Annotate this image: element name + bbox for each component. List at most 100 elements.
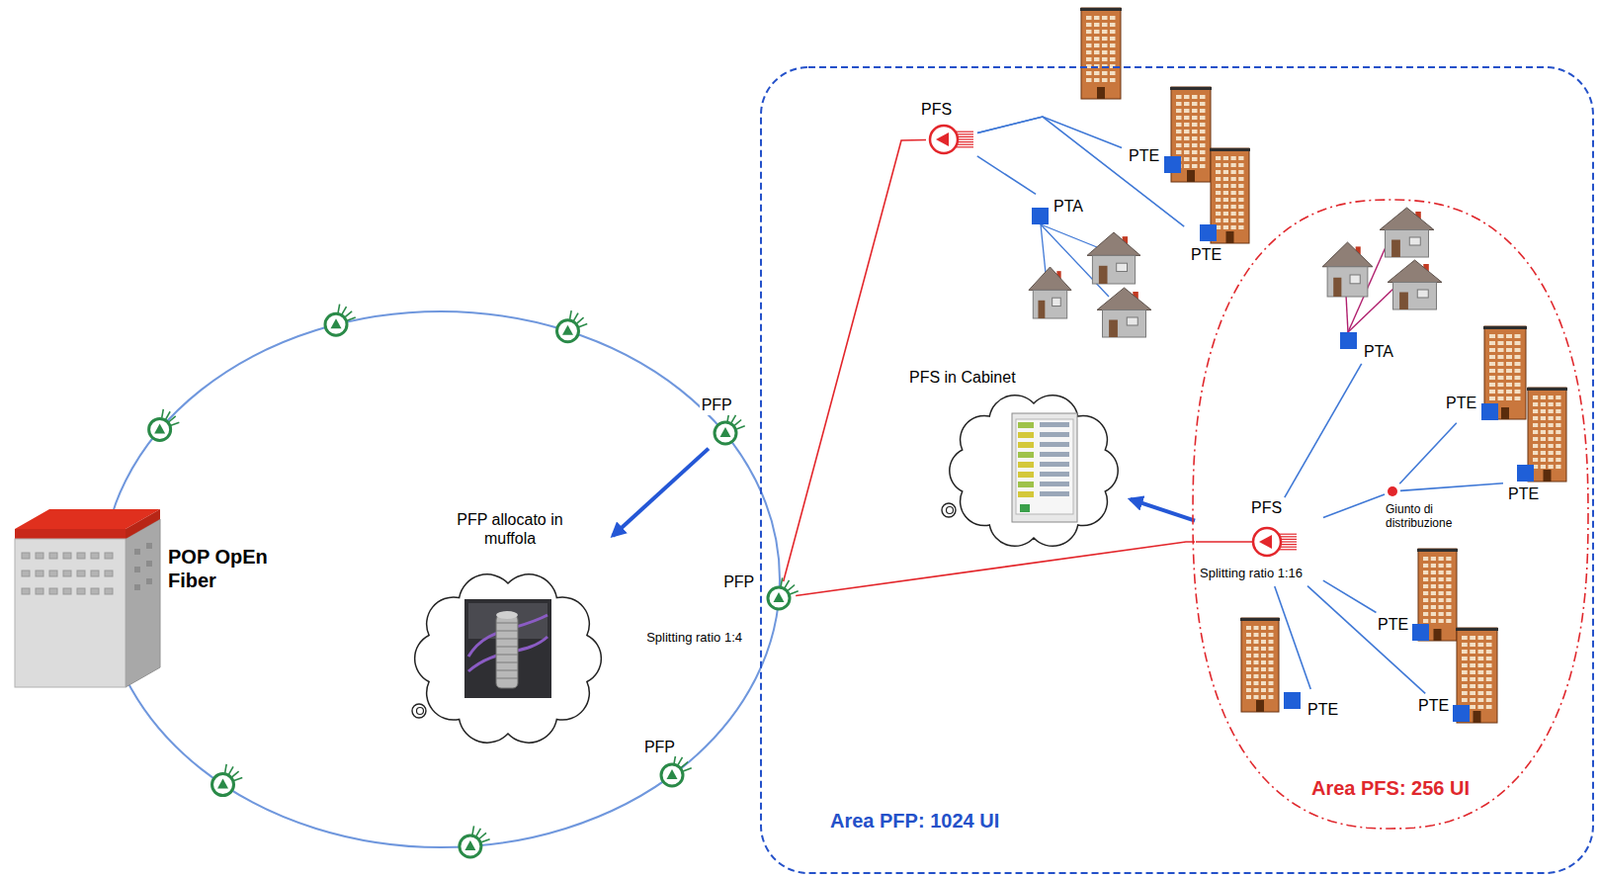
pfp-triangle	[719, 426, 731, 437]
connector	[795, 541, 1195, 596]
building-door	[1543, 469, 1552, 482]
building-window	[1223, 169, 1229, 174]
pfs-fan-line	[955, 131, 974, 133]
node-label: PTA	[1051, 196, 1086, 216]
building-window	[1423, 577, 1429, 582]
building-window	[1199, 164, 1206, 169]
pop-front	[14, 538, 126, 687]
building-window	[1223, 218, 1229, 223]
building-window	[1223, 190, 1229, 195]
building-window	[1199, 108, 1206, 113]
building-window	[1478, 642, 1485, 647]
fiber-ring	[101, 311, 780, 847]
building-window	[1506, 382, 1513, 387]
building-window	[1423, 597, 1429, 602]
building-window	[1238, 183, 1244, 188]
building-window	[1498, 389, 1505, 394]
house-door	[1108, 320, 1118, 338]
building-window	[1548, 464, 1554, 469]
pfp-triangle	[154, 422, 166, 433]
building-window	[1486, 642, 1493, 647]
house-roof	[1087, 232, 1141, 255]
building-window	[1489, 334, 1496, 338]
building-window	[1246, 660, 1252, 665]
pop-window	[63, 570, 72, 577]
building-window	[1176, 129, 1182, 134]
pfp-fan-line	[170, 421, 179, 425]
building-window	[1254, 687, 1260, 692]
splice-node: Giunto di distribuzione	[1385, 484, 1400, 499]
pfp-symbol	[714, 413, 746, 445]
building-window	[1469, 676, 1476, 681]
pfp-fan-line	[481, 839, 490, 843]
thought-bubble	[412, 703, 426, 718]
building-window	[1199, 94, 1206, 99]
node-label: PFP	[642, 737, 677, 757]
building-window	[1176, 143, 1182, 148]
house-icon	[1387, 259, 1442, 310]
building-window	[1469, 690, 1476, 695]
cabinet-module	[1017, 441, 1034, 448]
pfp-symbol	[212, 763, 244, 796]
building-window	[1461, 656, 1468, 661]
pfp-fan-line	[736, 425, 745, 429]
building-window	[1486, 690, 1493, 695]
building-window	[1431, 597, 1436, 602]
node-label: Giunto di distribuzione	[1383, 502, 1487, 531]
building-roof	[1417, 548, 1458, 552]
building-window	[1191, 101, 1198, 106]
building-window	[1532, 422, 1538, 427]
connector	[977, 156, 1036, 195]
building-window	[1486, 649, 1493, 654]
building-window	[1176, 101, 1182, 106]
building-roof	[1170, 86, 1212, 90]
node-label: PTE	[1443, 393, 1479, 413]
bubble-inner	[417, 707, 424, 715]
node-shape	[926, 122, 977, 157]
cabinet-module	[1017, 471, 1034, 478]
closure-body	[496, 614, 518, 688]
pfp-ring	[325, 313, 347, 336]
building-window	[1261, 646, 1266, 651]
building-window	[1094, 22, 1100, 27]
building-window	[1555, 443, 1561, 448]
pfp-symbol	[459, 825, 491, 857]
building-window	[1246, 646, 1252, 651]
cabinet-photo	[1011, 413, 1078, 522]
building-window	[1532, 402, 1538, 407]
building-door	[1256, 699, 1264, 712]
building-window	[1191, 136, 1198, 141]
building-window	[1486, 697, 1493, 702]
building-window	[1489, 340, 1496, 345]
building-window	[1469, 642, 1476, 647]
house-body	[1032, 289, 1067, 319]
building-window	[1199, 115, 1206, 120]
building-window	[1191, 164, 1198, 169]
building-window	[1555, 395, 1561, 400]
building-window	[1109, 22, 1116, 27]
node-label: PTE	[1126, 146, 1162, 166]
building-body	[1241, 617, 1279, 712]
building-window	[1445, 597, 1451, 602]
photo-frame	[464, 598, 552, 698]
building-door	[1186, 169, 1195, 182]
closure-ring	[496, 646, 518, 648]
building-window	[1515, 354, 1521, 359]
building-roof	[1209, 148, 1251, 152]
house-icon	[1322, 242, 1373, 297]
termination-point	[1412, 623, 1430, 641]
drop-line	[1040, 224, 1046, 273]
pta-node: PTA	[1338, 329, 1406, 363]
building-window	[1515, 375, 1521, 380]
building-window	[1223, 204, 1229, 209]
building-window	[1489, 382, 1496, 387]
house-window	[1126, 317, 1138, 326]
building-window	[1183, 157, 1190, 162]
pop-side-window	[134, 548, 141, 555]
pfp-ring	[556, 320, 579, 342]
building-window	[1461, 683, 1468, 688]
building-window	[1445, 590, 1451, 595]
building-window	[1109, 78, 1116, 83]
house-window	[1417, 289, 1429, 298]
building-window	[1254, 653, 1260, 658]
